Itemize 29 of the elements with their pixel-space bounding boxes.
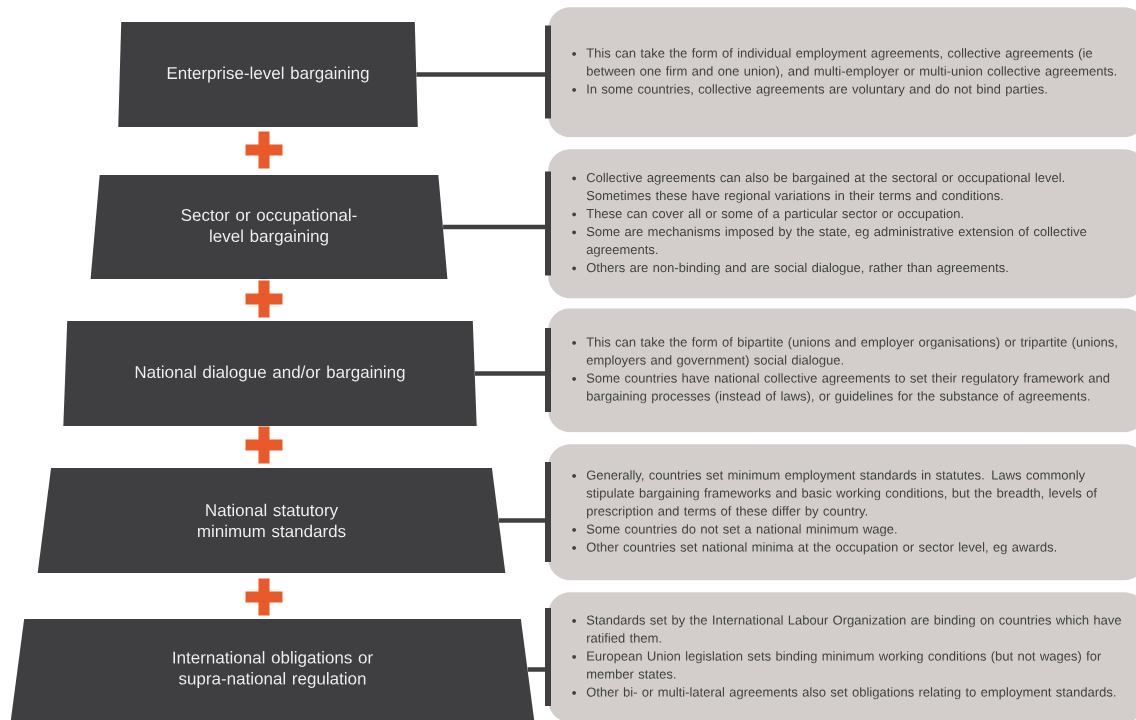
bullet-item: Some are mechanisms imposed by the state, eg administrative extension of collective agreements.	[572, 226, 1087, 257]
bullet-item: Other bi- or multi-lateral agreements also set obligations relating to employment standards.	[572, 687, 1116, 700]
trapezoid-box: Enterprise-level bargaining	[118, 22, 418, 127]
bullet-item: Collective agreements can also be bargained at the sectoral or occupational level. Sometimes these have regional variations in their terms and conditions.	[572, 172, 1064, 203]
text-panel	[548, 444, 1136, 581]
connector-line	[527, 667, 548, 672]
connector-line	[443, 224, 548, 230]
trapezoid-box: International obligations or supra-national regulation	[10, 619, 535, 720]
text-panel	[548, 592, 1136, 720]
connector-line	[498, 518, 548, 523]
connector-line	[416, 72, 548, 77]
bullet-item: Generally, countries set minimum employment standards in statutes. Laws commonly stipulate bargaining frameworks and basic working conditions, but the breadth, levels of prescription and terms of these differ by country.	[572, 470, 1097, 519]
trapezoid-box: National statutory minimum standards	[37, 468, 506, 573]
text-panel	[548, 308, 1136, 433]
bullet-item: Some countries have national collective agreements to set their regulatory framework and bargaining processes (instead of laws), or guidelines for the substance of agreements.	[572, 373, 1110, 404]
trapezoid-box: National dialogue and/or bargaining	[63, 321, 477, 426]
bullet-item: Standards set by the International Labour Organization are binding on countries which have ratified them.	[572, 615, 1121, 643]
bullet-item: These can cover all or some of a particular sector or occupation.	[572, 208, 963, 221]
bullet-item: In some countries, collective agreements are voluntary and do not bind parties.	[572, 84, 1047, 97]
bullet-item: European Union legislation sets binding minimum working conditions (but not wages) for member states.	[572, 651, 1102, 679]
bullet-item: Others are non-binding and are social dialogue, rather than agreements.	[572, 262, 1008, 275]
bullet-item: Some countries do not set a national minimum wage.	[572, 524, 897, 537]
bullet-item: Other countries set national minima at the occupation or sector level, eg awards.	[572, 542, 1057, 555]
text-panel	[548, 7, 1136, 138]
connector-line	[474, 371, 548, 376]
bullet-item: This can take the form of bipartite (unions and employer organisations) or tripartite (unions, employers and government) social dialogue.	[572, 337, 1117, 368]
trapezoid-box: Sector or occupational-level bargaining	[90, 175, 448, 279]
bullet-item: This can take the form of individual employment agreements, collective agreements (ie between one firm and one union), and multi-employer or multi-union collective agreements.	[572, 48, 1116, 79]
text-panel	[548, 149, 1136, 299]
